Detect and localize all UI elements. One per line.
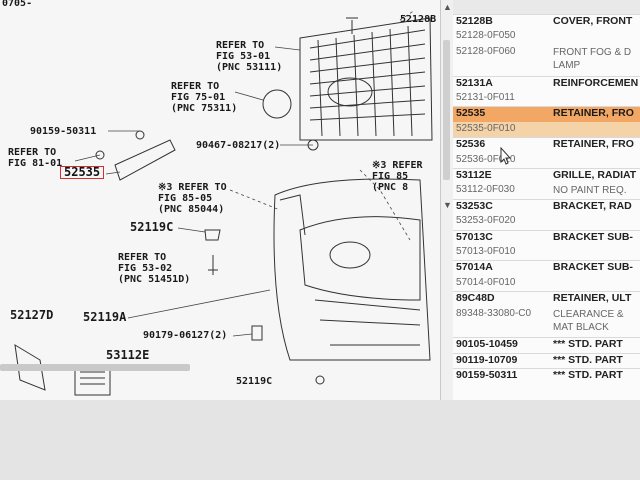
row-separator <box>453 198 640 200</box>
part-number: 57013C <box>456 230 493 243</box>
part-number: 57014A <box>456 261 493 274</box>
part-description: COVER, FRONT <box>553 15 633 27</box>
part-row[interactable]: 52131A REINFORCEMEN <box>453 75 640 91</box>
row-separator <box>453 14 640 15</box>
row-separator <box>453 260 640 262</box>
part-description: FRONT FOG & D LAMP <box>553 46 632 71</box>
partial-label: 0705- <box>2 0 33 9</box>
part-52119a-callout[interactable]: 52119A <box>83 310 127 324</box>
part-description: BRACKET, RAD <box>553 199 632 212</box>
part-number: 90159-50311 <box>456 369 518 382</box>
refer-fig-53-01-link[interactable]: REFER TO FIG 53-01 (PNC 53111) <box>216 40 283 73</box>
part-52119c-callout[interactable]: 52119C <box>130 220 174 234</box>
row-separator <box>453 75 640 77</box>
refer-fig-53-02-link[interactable]: REFER TO FIG 53-02 (PNC 51451D) <box>118 252 191 285</box>
part-number: 52128-0F050 <box>456 30 516 42</box>
part-description: BRACKET SUB- <box>553 261 633 274</box>
part-number: 52128-0F060 <box>456 45 516 57</box>
part-number: 89C48D <box>456 292 495 305</box>
part-subrow[interactable]: 52131-0F011 <box>453 91 640 106</box>
row-separator <box>453 229 640 231</box>
part-description: REINFORCEMEN <box>553 76 639 89</box>
part-subrow[interactable]: 53253-0F020 <box>453 214 640 229</box>
part-number: 90105-10459 <box>456 338 518 351</box>
part-number: 53253-0F020 <box>456 215 516 227</box>
parts-list-scrollbar[interactable]: ▲ ▼ <box>440 0 453 400</box>
part-row[interactable]: 90159-50311 *** STD. PART <box>453 368 640 383</box>
part-row[interactable]: 57014A BRACKET SUB- <box>453 260 640 275</box>
part-description: *** STD. PART <box>553 353 623 366</box>
part-number: 52131A <box>456 76 493 89</box>
part-number: 90119-10709 <box>456 353 518 366</box>
row-separator <box>453 168 640 169</box>
part-row[interactable]: 90119-10709 *** STD. PART <box>453 352 640 368</box>
part-number: 52536 <box>456 138 486 151</box>
part-description: GRILLE, RADIAT <box>553 169 637 181</box>
part-row[interactable]: 90105-10459 *** STD. PART <box>453 337 640 352</box>
part-subrow[interactable]: 89348-33080-C0 CLEARANCE & MAT BLACK <box>453 307 640 338</box>
scroll-down-arrow-icon[interactable]: ▼ <box>443 200 452 210</box>
diagram-drawing <box>14 9 433 396</box>
part-52128b-callout[interactable]: 52128B <box>400 14 437 25</box>
part-number: 52535 <box>456 107 486 120</box>
part-number: 53112E <box>456 169 492 181</box>
part-number: 52128B <box>456 15 493 27</box>
row-separator <box>453 337 640 339</box>
mouse-cursor-icon <box>500 147 512 165</box>
part-subrow[interactable]: 52128-0F060 FRONT FOG & D LAMP <box>453 45 640 76</box>
part-90467-08217-callout[interactable]: 90467-08217(2) <box>196 140 281 151</box>
row-separator <box>453 137 640 139</box>
part-subrow[interactable]: 57013-0F010 <box>453 245 640 260</box>
part-subrow[interactable]: 57014-0F010 <box>453 276 640 291</box>
row-separator <box>453 368 640 370</box>
bottom-bezel <box>0 400 640 480</box>
part-description: *** STD. PART <box>553 369 623 382</box>
refer-fig-85-05-link[interactable]: ※3 REFER TO FIG 85-05 (PNC 85044) <box>158 182 227 215</box>
part-53112e-callout[interactable]: 53112E <box>106 348 150 362</box>
part-row[interactable]: 89C48D RETAINER, ULT <box>453 291 640 306</box>
part-row[interactable]: 52535 RETAINER, FRO <box>453 106 640 122</box>
part-description: RETAINER, ULT <box>553 292 632 305</box>
row-separator <box>453 106 640 108</box>
part-description: RETAINER, FRO <box>553 138 634 151</box>
part-subrow[interactable]: 52128-0F050 <box>453 29 640 44</box>
refer-fig-81-01-link[interactable]: REFER TO FIG 81-01 <box>8 147 63 169</box>
parts-list: 52128B COVER, FRONT 52128-0F050 52128-0F060… <box>453 14 640 400</box>
part-90179-06127-callout[interactable]: 90179-06127(2) <box>143 330 228 341</box>
scroll-up-arrow-icon[interactable]: ▲ <box>443 2 452 12</box>
part-description: NO PAINT REQ. <box>553 185 627 197</box>
part-number: 89348-33080-C0 <box>456 307 532 319</box>
part-52127d-callout[interactable]: 52127D <box>10 308 54 322</box>
part-row[interactable]: 52128B COVER, FRONT <box>453 14 640 29</box>
part-description: CLEARANCE & MAT BLACK <box>553 308 624 333</box>
scrollbar-thumb[interactable] <box>443 40 450 180</box>
part-number: 53253C <box>456 199 493 212</box>
refer-fig-75-01-link[interactable]: REFER TO FIG 75-01 (PNC 75311) <box>171 81 238 114</box>
diagram-horizontal-scrollbar[interactable] <box>0 364 190 371</box>
part-description: *** STD. PART <box>553 338 623 351</box>
part-90159-50311-callout[interactable]: 90159-50311 <box>30 126 97 137</box>
part-description: RETAINER, FRO <box>553 107 634 120</box>
part-number: 52536-0F010 <box>456 153 516 165</box>
part-52535-callout[interactable]: 52535 <box>60 166 105 179</box>
part-number: 57014-0F010 <box>456 276 516 288</box>
part-row[interactable]: 53112E GRILLE, RADIAT <box>453 168 640 183</box>
part-52119c-bottom-callout[interactable]: 52119C <box>236 376 273 387</box>
row-separator <box>453 352 640 354</box>
part-number: 52535-0F010 <box>456 122 516 134</box>
part-description: BRACKET SUB- <box>553 230 633 243</box>
part-number: 57013-0F010 <box>456 246 516 257</box>
part-subrow[interactable]: 52535-0F010 <box>453 121 640 138</box>
refer-fig-85-right-link[interactable]: ※3 REFER FIG 85 (PNC 8 <box>372 160 423 193</box>
part-row[interactable]: 53253C BRACKET, RAD <box>453 198 640 214</box>
part-number: 53112-0F030 <box>456 184 515 196</box>
part-number: 52131-0F011 <box>456 92 515 103</box>
part-subrow[interactable]: 53112-0F030 NO PAINT REQ. <box>453 183 640 198</box>
part-row[interactable]: 57013C BRACKET SUB- <box>453 229 640 245</box>
parts-diagram[interactable]: 0705- REFER TO FIG 53-01 (PNC 53111) REF… <box>0 0 440 400</box>
row-separator <box>453 291 640 293</box>
part-row[interactable]: 52536 RETAINER, FRO <box>453 137 640 152</box>
part-subrow[interactable]: 52536-0F010 <box>453 153 640 168</box>
